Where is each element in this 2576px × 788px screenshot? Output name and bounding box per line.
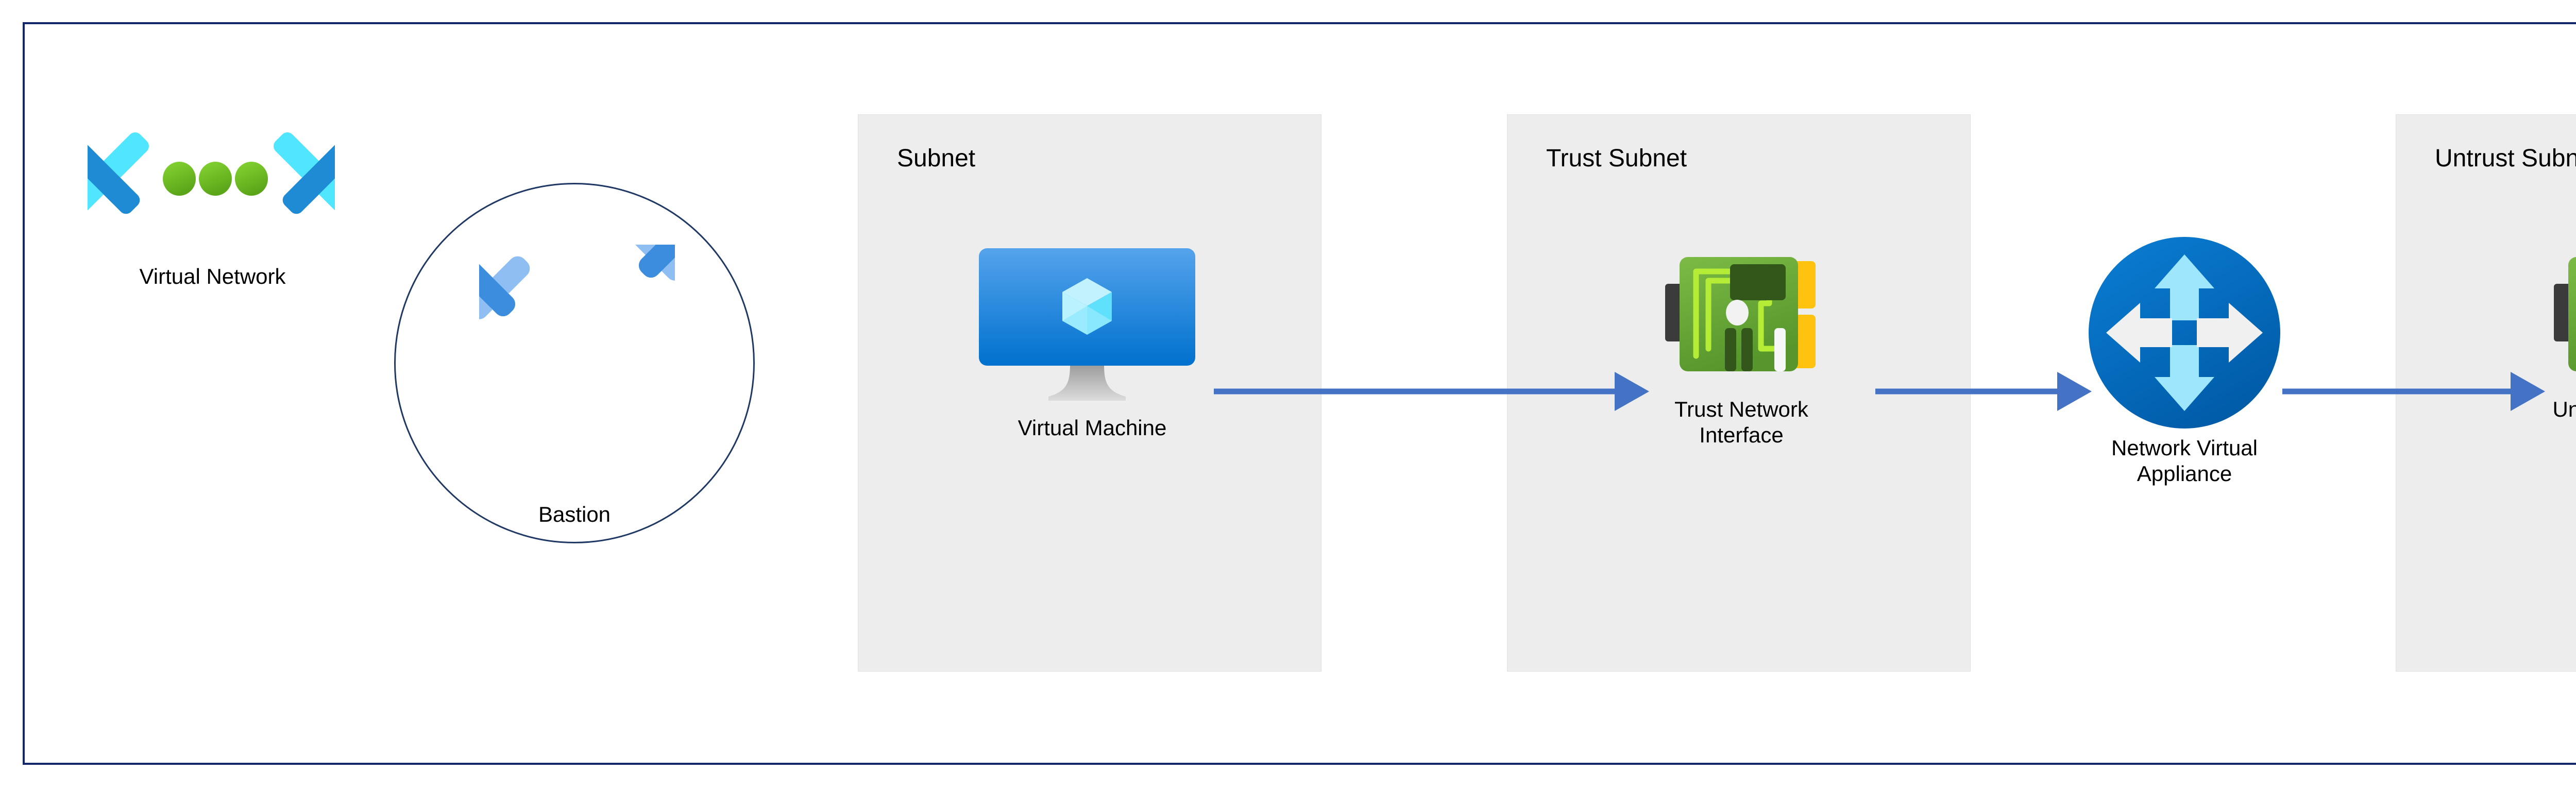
subnet-title-subnet: Subnet xyxy=(897,145,976,172)
trust-nic-label-line1: Trust Network xyxy=(1674,397,1808,421)
virtual-machine-label: Virtual Machine xyxy=(1018,416,1167,440)
untrust-nic-label-line1: Untrust Network xyxy=(2552,397,2576,421)
virtual-network-icon xyxy=(54,100,368,255)
subnet-title-untrust-subnet: Untrust Subnet xyxy=(2435,145,2576,172)
node-untrust-network-interface[interactable]: Untrust Network Interface xyxy=(2501,234,2576,492)
connector-nva-to-untrust-nic xyxy=(2282,361,2545,422)
network-virtual-appliance-label: Network Virtual Appliance xyxy=(2111,435,2258,486)
node-virtual-network[interactable]: Virtual Network xyxy=(54,100,368,306)
node-network-virtual-appliance[interactable]: Network Virtual Appliance xyxy=(2040,237,2329,515)
bastion-icon xyxy=(452,214,702,440)
bastion-circle-outline xyxy=(394,183,755,543)
bastion-label: Bastion xyxy=(538,502,611,526)
network-interface-icon xyxy=(1659,234,1824,389)
virtual-network-label: Virtual Network xyxy=(139,264,286,288)
virtual-network-frame xyxy=(23,22,2576,765)
trust-nic-label-line2: Interface xyxy=(1699,422,1784,447)
network-virtual-appliance-icon xyxy=(2089,237,2280,429)
virtual-machine-icon xyxy=(975,242,1217,412)
connector-trust-nic-to-nva xyxy=(1875,361,2092,422)
node-bastion[interactable]: Bastion xyxy=(394,183,755,543)
connector-vm-to-trust-nic xyxy=(1214,361,1649,422)
nva-label-line2: Appliance xyxy=(2137,461,2232,486)
untrust-network-interface-label: Untrust Network Interface xyxy=(2552,397,2576,448)
untrust-nic-label-line2: Interface xyxy=(2552,422,2576,448)
nva-label-line1: Network Virtual xyxy=(2111,436,2258,460)
network-interface-icon xyxy=(2548,234,2576,389)
trust-network-interface-label: Trust Network Interface xyxy=(1674,397,1808,448)
subnet-title-trust-subnet: Trust Subnet xyxy=(1546,145,1687,172)
node-trust-network-interface[interactable]: Trust Network Interface xyxy=(1613,234,1870,492)
node-virtual-machine[interactable]: Virtual Machine xyxy=(963,242,1221,458)
